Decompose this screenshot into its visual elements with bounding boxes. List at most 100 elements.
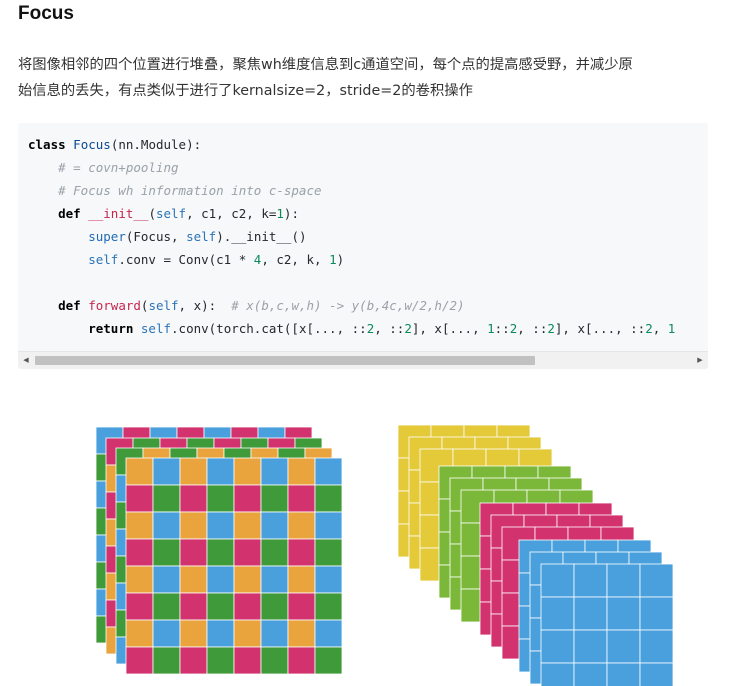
grid-cell-left bbox=[179, 457, 208, 486]
grid-cell-left bbox=[233, 646, 262, 675]
grid-cell-left bbox=[287, 646, 316, 675]
code-token: 1 bbox=[276, 206, 284, 221]
grid-cell-right bbox=[639, 662, 674, 686]
grid-cell-right bbox=[639, 563, 674, 598]
grid-cell-left bbox=[260, 538, 289, 567]
grid-cell-right bbox=[573, 563, 608, 598]
code-token: def bbox=[58, 298, 81, 313]
scrollbar-thumb[interactable] bbox=[35, 356, 535, 365]
code-token: 2 bbox=[404, 321, 412, 336]
grid-cell-left bbox=[179, 484, 208, 513]
grid-cell-left bbox=[233, 592, 262, 621]
grid-cell-left bbox=[260, 565, 289, 594]
grid-cell-left bbox=[233, 457, 262, 486]
grid-cell-left bbox=[287, 619, 316, 648]
code-token: , :: bbox=[374, 321, 405, 336]
focus-slice-illustration bbox=[95, 424, 674, 686]
code-token: Focus bbox=[73, 137, 111, 152]
code-token: .conv(torch.cat([x[..., :: bbox=[171, 321, 367, 336]
code-token: .conv = Conv(c1 * bbox=[118, 252, 254, 267]
grid-cell-right bbox=[606, 662, 641, 686]
grid-cell-left bbox=[125, 484, 154, 513]
grid-cell-left bbox=[233, 511, 262, 540]
grid-cell-right bbox=[573, 629, 608, 664]
grid-cell-left bbox=[125, 646, 154, 675]
grid-cell-right bbox=[540, 596, 575, 631]
code-token: , :: bbox=[517, 321, 548, 336]
code-token: :: bbox=[494, 321, 510, 336]
code-token: 2 bbox=[366, 321, 375, 336]
horizontal-scrollbar[interactable]: ◀ ▶ bbox=[18, 351, 708, 369]
grid-cell-right bbox=[573, 596, 608, 631]
grid-cell-left bbox=[233, 484, 262, 513]
grid-cell-left bbox=[287, 484, 316, 513]
code-line-4: def __init__(self, c1, c2, k=1): bbox=[28, 202, 675, 225]
grid-cell-left bbox=[206, 484, 235, 513]
code-block[interactable]: class Focus(nn.Module): # = covn+pooling… bbox=[18, 123, 708, 369]
grid-cell-left bbox=[233, 565, 262, 594]
grid-cell-left bbox=[314, 619, 343, 648]
grid-cell-left bbox=[152, 457, 181, 486]
code-token: # x(b,c,w,h) -> y(b,4c,w/2,h/2) bbox=[231, 298, 465, 313]
code-token: 2 bbox=[547, 321, 555, 336]
code-token: def bbox=[58, 206, 81, 221]
grid-cell-right bbox=[606, 563, 641, 598]
grid-cell-left bbox=[152, 538, 181, 567]
code-token: (nn.Module): bbox=[110, 137, 202, 152]
code-token: ], x[..., bbox=[411, 321, 488, 336]
code-token: ) bbox=[336, 252, 345, 267]
grid-cell-left bbox=[233, 538, 262, 567]
grid-cell-left bbox=[125, 565, 154, 594]
grid-cell-left bbox=[152, 592, 181, 621]
code-token: 1 bbox=[487, 321, 495, 336]
grid-cell-left bbox=[287, 538, 316, 567]
grid-cell-left bbox=[287, 457, 316, 486]
grid-cell-right bbox=[540, 629, 575, 664]
grid-cell-left bbox=[287, 592, 316, 621]
grid-cell-left bbox=[314, 457, 343, 486]
grid-cell-left bbox=[179, 565, 208, 594]
grid-cell-left bbox=[287, 511, 316, 540]
grid-cell-right bbox=[606, 629, 641, 664]
grid-cell-left bbox=[179, 538, 208, 567]
code-line-1: class Focus(nn.Module): bbox=[28, 133, 675, 156]
code-token: ): bbox=[283, 206, 299, 221]
grid-cell-left bbox=[260, 511, 289, 540]
code-token: , bbox=[652, 321, 668, 336]
grid-cell-left bbox=[206, 592, 235, 621]
grid-cell-left bbox=[206, 457, 235, 486]
grid-cell-left bbox=[314, 484, 343, 513]
grid-cell-right bbox=[639, 596, 674, 631]
scroll-left-arrow-icon[interactable]: ◀ bbox=[23, 356, 29, 364]
code-line-5: super(Focus, self).__init__() bbox=[28, 225, 675, 248]
code-token: 4 bbox=[253, 252, 262, 267]
grid-cell-left bbox=[179, 511, 208, 540]
code-token: ).__init__() bbox=[216, 229, 307, 244]
grid-cell-left bbox=[260, 619, 289, 648]
grid-cell-left bbox=[206, 511, 235, 540]
grid-cell-left bbox=[260, 457, 289, 486]
grid-cell-left bbox=[206, 619, 235, 648]
scroll-right-arrow-icon[interactable]: ▶ bbox=[697, 356, 703, 364]
grid-cell-left bbox=[287, 565, 316, 594]
grid-cell-left bbox=[179, 592, 208, 621]
code-token: (Focus, bbox=[125, 229, 187, 244]
grid-cell-left bbox=[260, 646, 289, 675]
grid-cell-left bbox=[152, 511, 181, 540]
grid-cell-left bbox=[314, 538, 343, 567]
code-token: forward bbox=[88, 298, 141, 313]
code-token bbox=[133, 321, 141, 336]
page-title: Focus bbox=[18, 3, 74, 24]
code-token: self bbox=[148, 298, 179, 313]
code-token: self bbox=[155, 206, 187, 221]
code-line-blank bbox=[28, 271, 675, 294]
code-token: 1 bbox=[329, 252, 337, 267]
grid-cell-left bbox=[125, 457, 154, 486]
code-token: self bbox=[140, 321, 172, 336]
grid-cell-left bbox=[179, 646, 208, 675]
code-token: __init__ bbox=[88, 206, 149, 221]
grid-cell-left bbox=[152, 484, 181, 513]
code-token: ( bbox=[140, 298, 149, 313]
code-line-6: self.conv = Conv(c1 * 4, c2, k, 1) bbox=[28, 248, 675, 271]
grid-cell-right bbox=[639, 629, 674, 664]
